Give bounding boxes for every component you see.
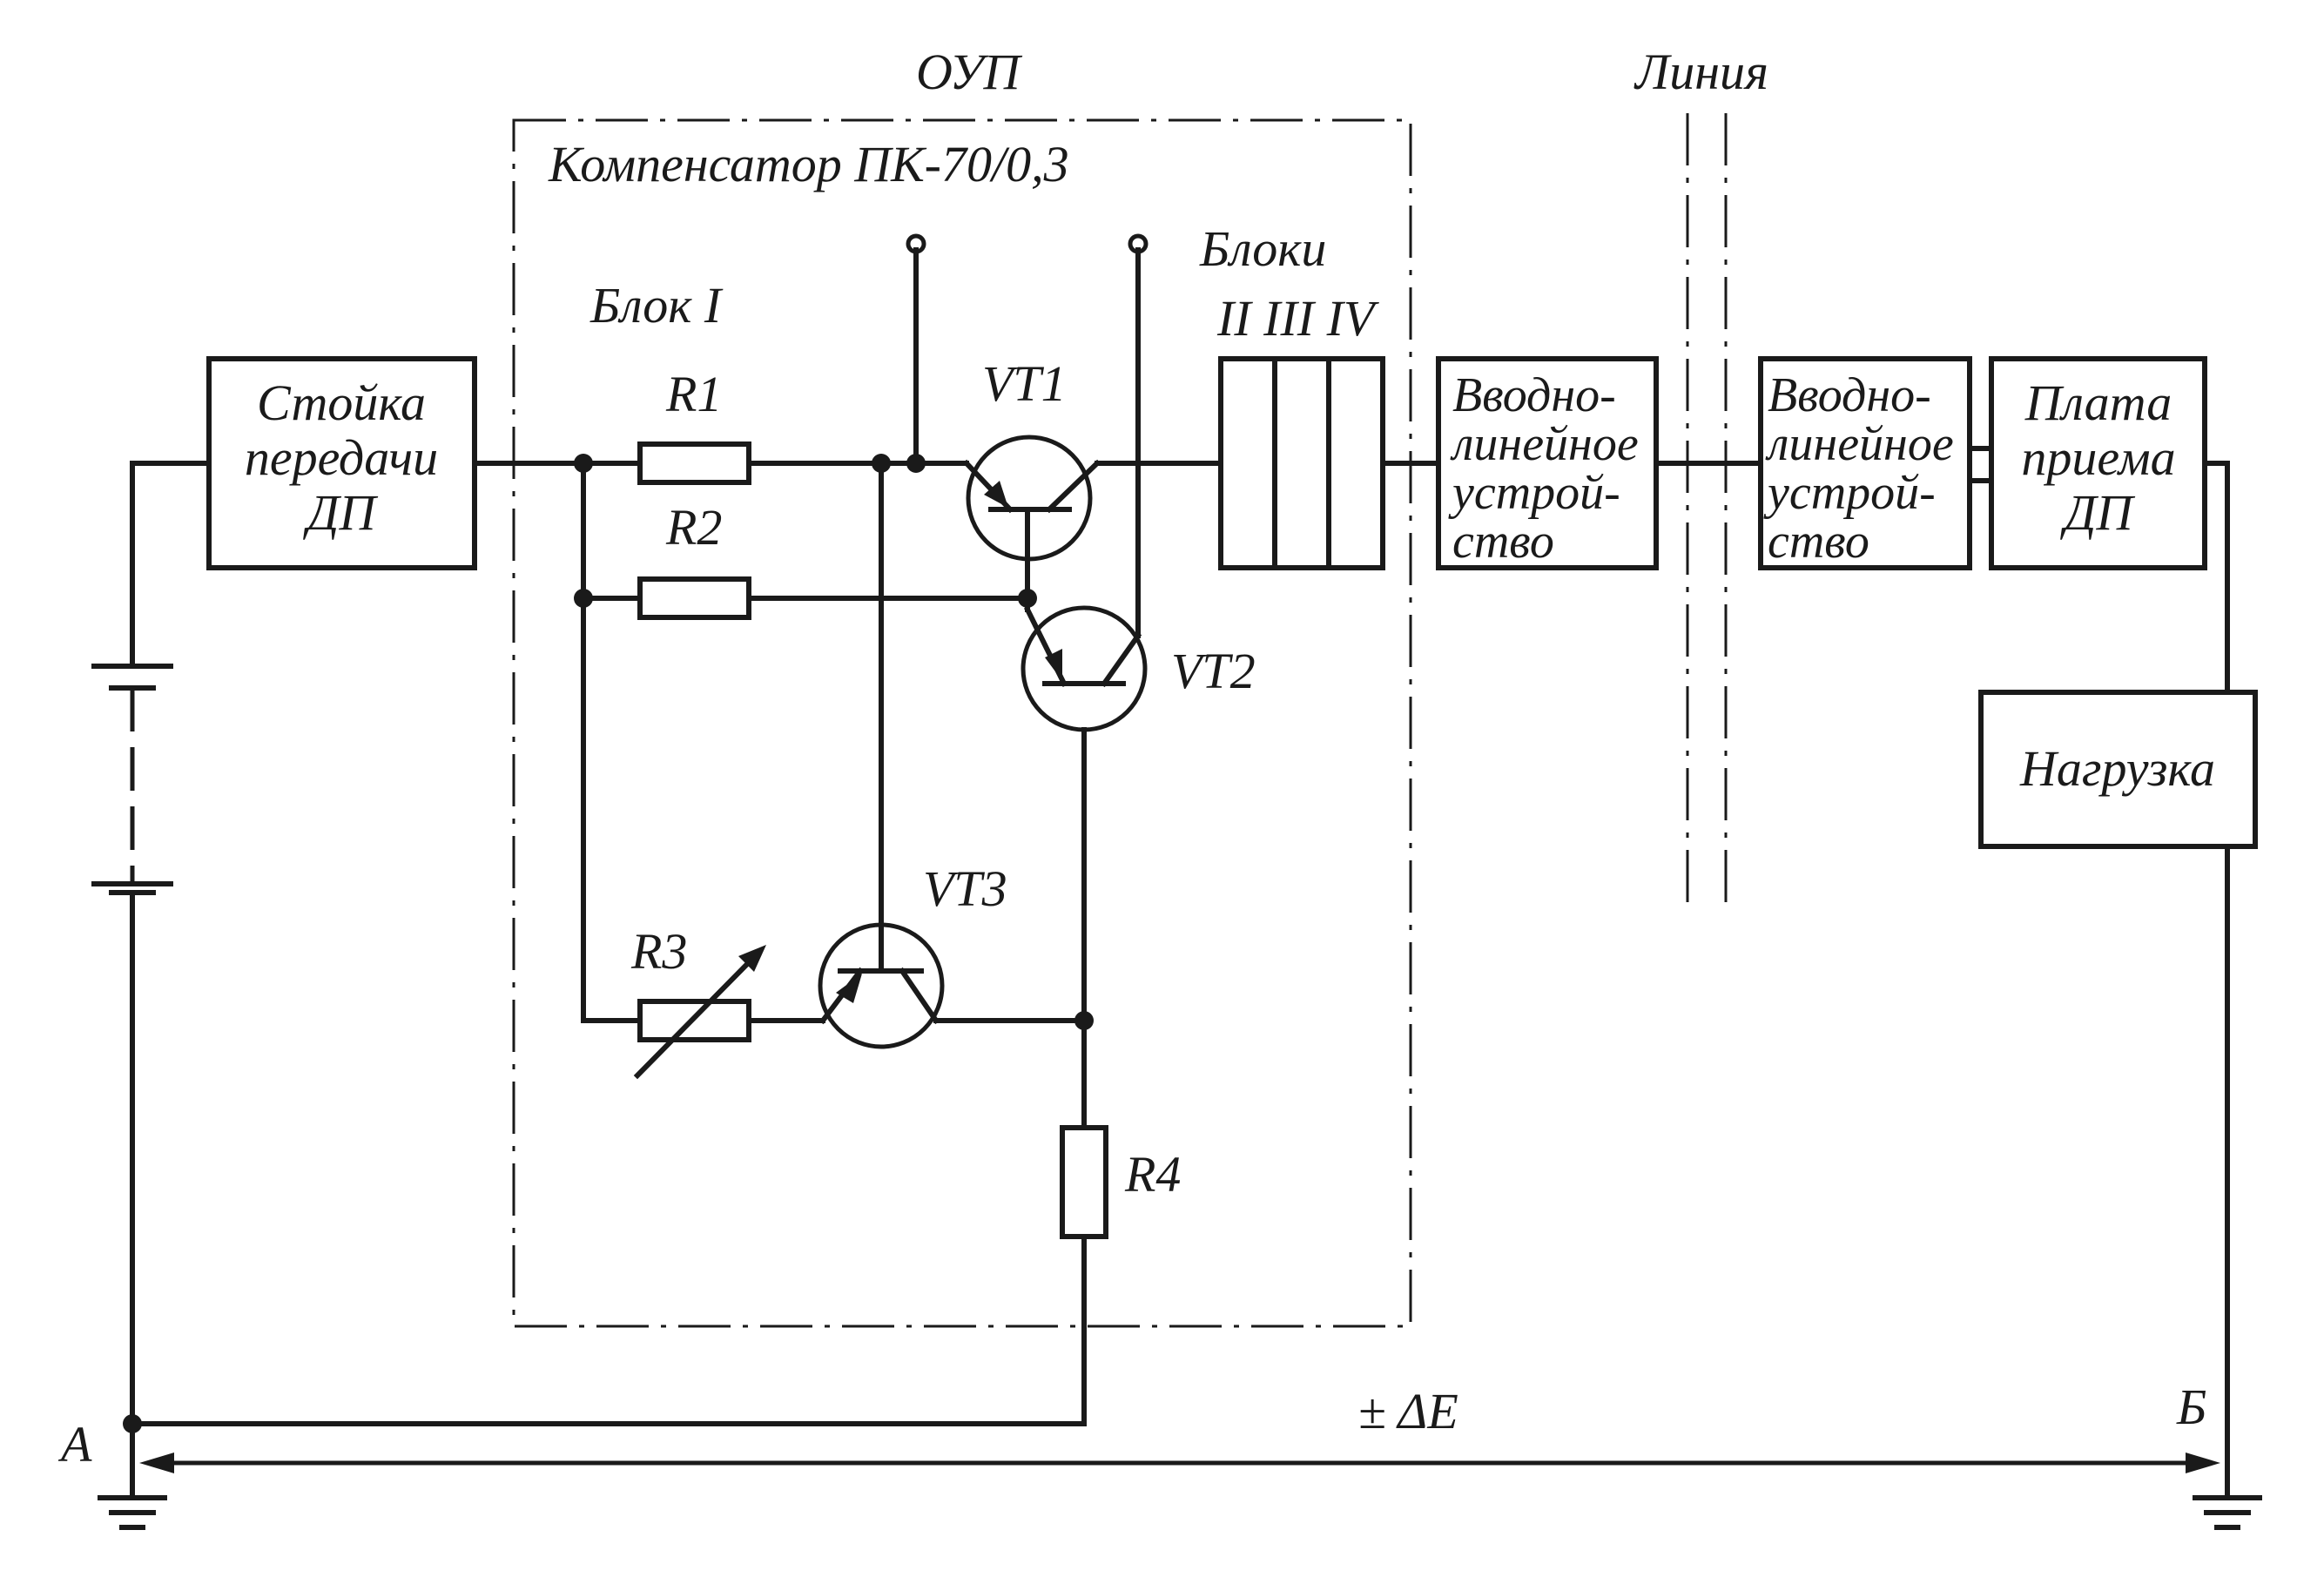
- plata-line-2: приема: [2021, 429, 2175, 486]
- terminal1-circle: [906, 233, 926, 254]
- delta-e-arrow: [139, 1453, 2220, 1473]
- vt1-label: VT1: [982, 355, 1067, 412]
- variable-arrowhead-icon: [738, 945, 766, 972]
- plata-line-1: Плата: [2024, 374, 2172, 431]
- oup-label: ОУП: [916, 44, 1023, 100]
- junction-dot: [574, 454, 593, 473]
- vt3-label: VT3: [923, 860, 1007, 917]
- resistor-r4: [1060, 1125, 1108, 1239]
- stoika-block: [206, 356, 477, 570]
- nagruzka-block: [1978, 690, 2258, 849]
- r3-label: R3: [630, 923, 687, 980]
- oup-frame: [512, 118, 1412, 1328]
- vlu2-block: [1758, 356, 1972, 570]
- compensator-label: Компенсатор ПК-70/0,3: [548, 136, 1069, 192]
- vlu1-line-3: устрой-: [1448, 466, 1620, 520]
- r2-label: R2: [665, 499, 722, 556]
- junction-dot: [123, 1414, 142, 1433]
- resistor-r2: [637, 576, 751, 620]
- vt2-label: VT2: [1171, 643, 1256, 699]
- liniya-label: Линия: [1634, 44, 1768, 100]
- junction-dot: [574, 589, 593, 608]
- stoika-line-1: Стойка: [257, 374, 426, 431]
- blok1-label: Блок I: [589, 277, 724, 334]
- vlu1-line-1: Вводно-: [1452, 368, 1616, 422]
- vlu2-line-4: ство: [1768, 515, 1869, 569]
- r4-label: R4: [1124, 1146, 1181, 1203]
- vlu2-line-2: линейное: [1765, 417, 1954, 471]
- ground-left-icon: [98, 1495, 167, 1530]
- terminal2-circle: [1128, 233, 1149, 254]
- blocks-ii-iv: [1218, 356, 1385, 570]
- plata-block: [1989, 356, 2207, 570]
- vlu2-line-1: Вводно-: [1768, 368, 1931, 422]
- resistor-r1: [637, 441, 751, 485]
- battery-icon: [91, 664, 173, 895]
- transistor-vt2-icon: [1021, 605, 1148, 732]
- node-b-label: Б: [2176, 1378, 2206, 1435]
- vlu1-line-4: ство: [1452, 515, 1554, 569]
- r1-label: R1: [665, 366, 722, 422]
- plata-line-3: ДП: [2060, 484, 2136, 541]
- vlu1-block: [1436, 356, 1659, 570]
- junction-dot: [906, 454, 926, 473]
- stoika-line-2: передачи: [245, 429, 438, 486]
- vlu1-line-2: линейное: [1450, 417, 1639, 471]
- junction-dot: [1018, 589, 1037, 608]
- node-a-label: А: [57, 1416, 92, 1473]
- stoika-line-3: ДП: [303, 484, 379, 541]
- transistor-vt3-icon: [818, 922, 945, 1049]
- delta-e-label: ± ΔE: [1358, 1383, 1458, 1439]
- transistor-vt1-icon: [962, 435, 1101, 562]
- bloki-nums-label: II III IV: [1216, 290, 1380, 347]
- nagruzka-label: Нагрузка: [2019, 740, 2215, 797]
- junction-dot: [1074, 1011, 1094, 1030]
- junction-dot: [872, 454, 891, 473]
- ground-right-icon: [2193, 1495, 2262, 1530]
- vlu2-line-3: устрой-: [1763, 466, 1936, 520]
- bloki-label: Блоки: [1199, 220, 1326, 277]
- variable-arrow-icon: [633, 949, 762, 1080]
